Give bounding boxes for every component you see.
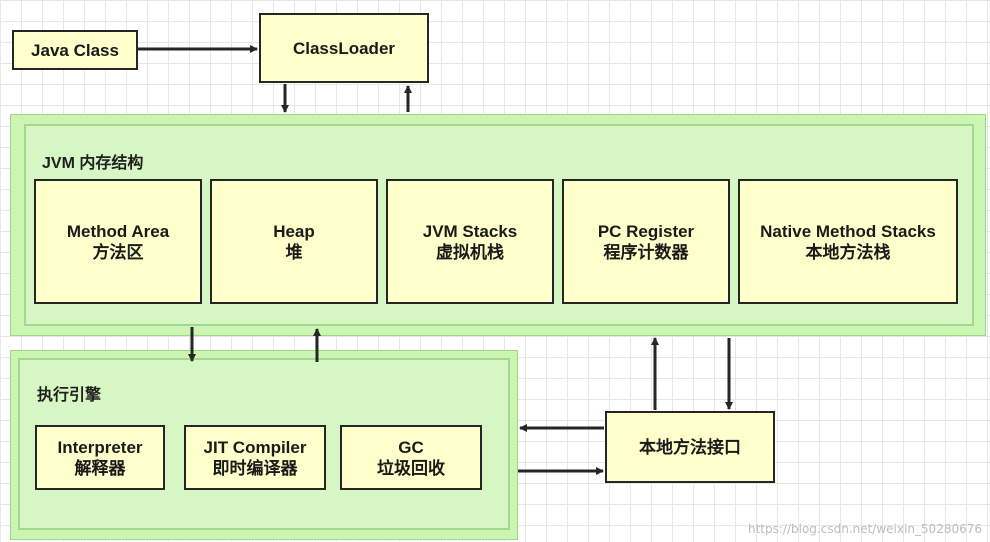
watermark: https://blog.csdn.net/weixin_50280676: [747, 522, 982, 536]
jit-compiler-box: JIT Compiler 即时编译器: [184, 425, 326, 490]
native-method-stacks-box: Native Method Stacks 本地方法栈: [738, 179, 958, 304]
method-area-zh: 方法区: [92, 242, 144, 262]
execution-engine-title: 执行引擎: [37, 387, 102, 404]
pc-register-zh: 程序计数器: [603, 242, 689, 262]
jvm-stacks-box: JVM Stacks 虚拟机栈: [386, 179, 554, 304]
jvm-memory-title: JVM 内存结构: [42, 155, 144, 172]
gc-box: GC 垃圾回收: [340, 425, 482, 490]
native-method-stacks-zh: 本地方法栈: [805, 242, 891, 262]
native-interface-box: 本地方法接口: [605, 411, 775, 483]
heap-en: Heap: [273, 221, 315, 241]
classloader-label: ClassLoader: [292, 38, 396, 58]
jit-compiler-zh: 即时编译器: [212, 458, 298, 478]
interpreter-box: Interpreter 解释器: [35, 425, 165, 490]
jvm-stacks-en: JVM Stacks: [422, 221, 518, 241]
heap-zh: 堆: [285, 242, 303, 262]
pc-register-en: PC Register: [597, 221, 695, 241]
native-interface-label: 本地方法接口: [639, 437, 741, 457]
interpreter-en: Interpreter: [57, 437, 143, 457]
heap-box: Heap 堆: [210, 179, 378, 304]
java-class-label: Java Class: [31, 40, 119, 60]
java-class-box: Java Class: [12, 30, 138, 70]
pc-register-box: PC Register 程序计数器: [562, 179, 730, 304]
native-method-stacks-en: Native Method Stacks: [760, 221, 936, 241]
interpreter-zh: 解释器: [74, 458, 126, 478]
gc-zh: 垃圾回收: [377, 458, 445, 478]
gc-en: GC: [398, 437, 424, 457]
classloader-box: ClassLoader: [259, 13, 429, 83]
method-area-box: Method Area 方法区: [34, 179, 202, 304]
jvm-stacks-zh: 虚拟机栈: [436, 242, 504, 262]
method-area-en: Method Area: [66, 221, 170, 241]
jit-compiler-en: JIT Compiler: [203, 437, 307, 457]
